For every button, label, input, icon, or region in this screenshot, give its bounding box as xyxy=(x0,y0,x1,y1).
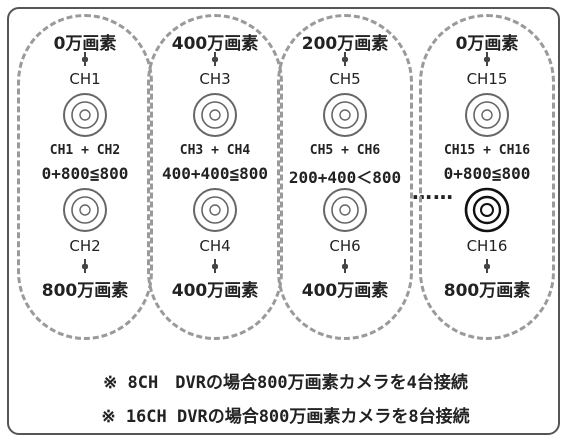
channel-sum-label: CH1 + CH2 xyxy=(49,143,121,158)
bottom-megapixel-label: 800万画素 xyxy=(41,281,129,301)
top-megapixel-label: 200万画素 xyxy=(301,34,389,54)
bnc-connector-active-icon xyxy=(464,187,510,233)
connector-stem xyxy=(212,52,218,66)
connector-stem xyxy=(82,259,88,273)
channel-b-label: CH16 xyxy=(466,237,508,255)
top-megapixel-label: 0万画素 xyxy=(455,34,519,54)
ellipsis-separator: …… xyxy=(412,180,454,204)
top-megapixel-label: 0万画素 xyxy=(53,34,117,54)
channel-group-ch5-ch6: 200万画素 CH5 CH5 + CH6 200+400＜800 CH6 400… xyxy=(277,14,413,340)
bnc-connector-icon xyxy=(193,188,237,232)
connector-stem xyxy=(212,259,218,273)
megapixel-calculation: 400+400≦800 xyxy=(162,164,268,183)
bnc-connector-icon xyxy=(323,188,367,232)
megapixel-calculation: 200+400＜800 xyxy=(288,168,402,187)
megapixel-calculation: 0+800≦800 xyxy=(41,164,129,183)
connector-stem xyxy=(342,259,348,273)
bottom-megapixel-label: 400万画素 xyxy=(301,281,389,301)
bnc-connector-icon xyxy=(193,93,237,137)
bnc-connector-icon xyxy=(63,188,107,232)
top-megapixel-label: 400万画素 xyxy=(171,34,259,54)
channel-sum-label: CH15 + CH16 xyxy=(443,143,531,158)
connector-stem xyxy=(484,259,490,273)
diagram-frame xyxy=(7,7,560,435)
channel-group-ch3-ch4: 400万画素 CH3 CH3 + CH4 400+400≦800 CH4 400… xyxy=(147,14,283,340)
bnc-connector-icon xyxy=(323,93,367,137)
channel-group-ch1-ch2: 0万画素 CH1 CH1 + CH2 0+800≦800 CH2 800万画素 xyxy=(17,14,153,340)
channel-sum-label: CH3 + CH4 xyxy=(179,143,251,158)
connector-stem xyxy=(82,52,88,66)
channel-a-label: CH1 xyxy=(69,70,101,88)
bnc-connector-icon xyxy=(63,93,107,137)
bottom-megapixel-label: 400万画素 xyxy=(171,281,259,301)
connector-stem xyxy=(342,52,348,66)
channel-sum-label: CH5 + CH6 xyxy=(309,143,381,158)
note-16ch-dvr: ※ 16CH DVRの場合800万画素カメラを8台接続 xyxy=(101,407,470,427)
channel-b-label: CH2 xyxy=(69,237,101,255)
channel-b-label: CH6 xyxy=(329,237,361,255)
channel-a-label: CH15 xyxy=(466,70,508,88)
channel-b-label: CH4 xyxy=(199,237,231,255)
bnc-connector-icon xyxy=(465,93,509,137)
bottom-megapixel-label: 800万画素 xyxy=(443,281,531,301)
channel-a-label: CH3 xyxy=(199,70,231,88)
channel-group-ch15-ch16: 0万画素 CH15 CH15 + CH16 0+800≦800 CH16 800… xyxy=(419,14,555,340)
connector-stem xyxy=(484,52,490,66)
megapixel-calculation: 0+800≦800 xyxy=(443,164,531,183)
channel-a-label: CH5 xyxy=(329,70,361,88)
note-8ch-dvr: ※ 8CH DVRの場合800万画素カメラを4台接続 xyxy=(103,373,468,393)
